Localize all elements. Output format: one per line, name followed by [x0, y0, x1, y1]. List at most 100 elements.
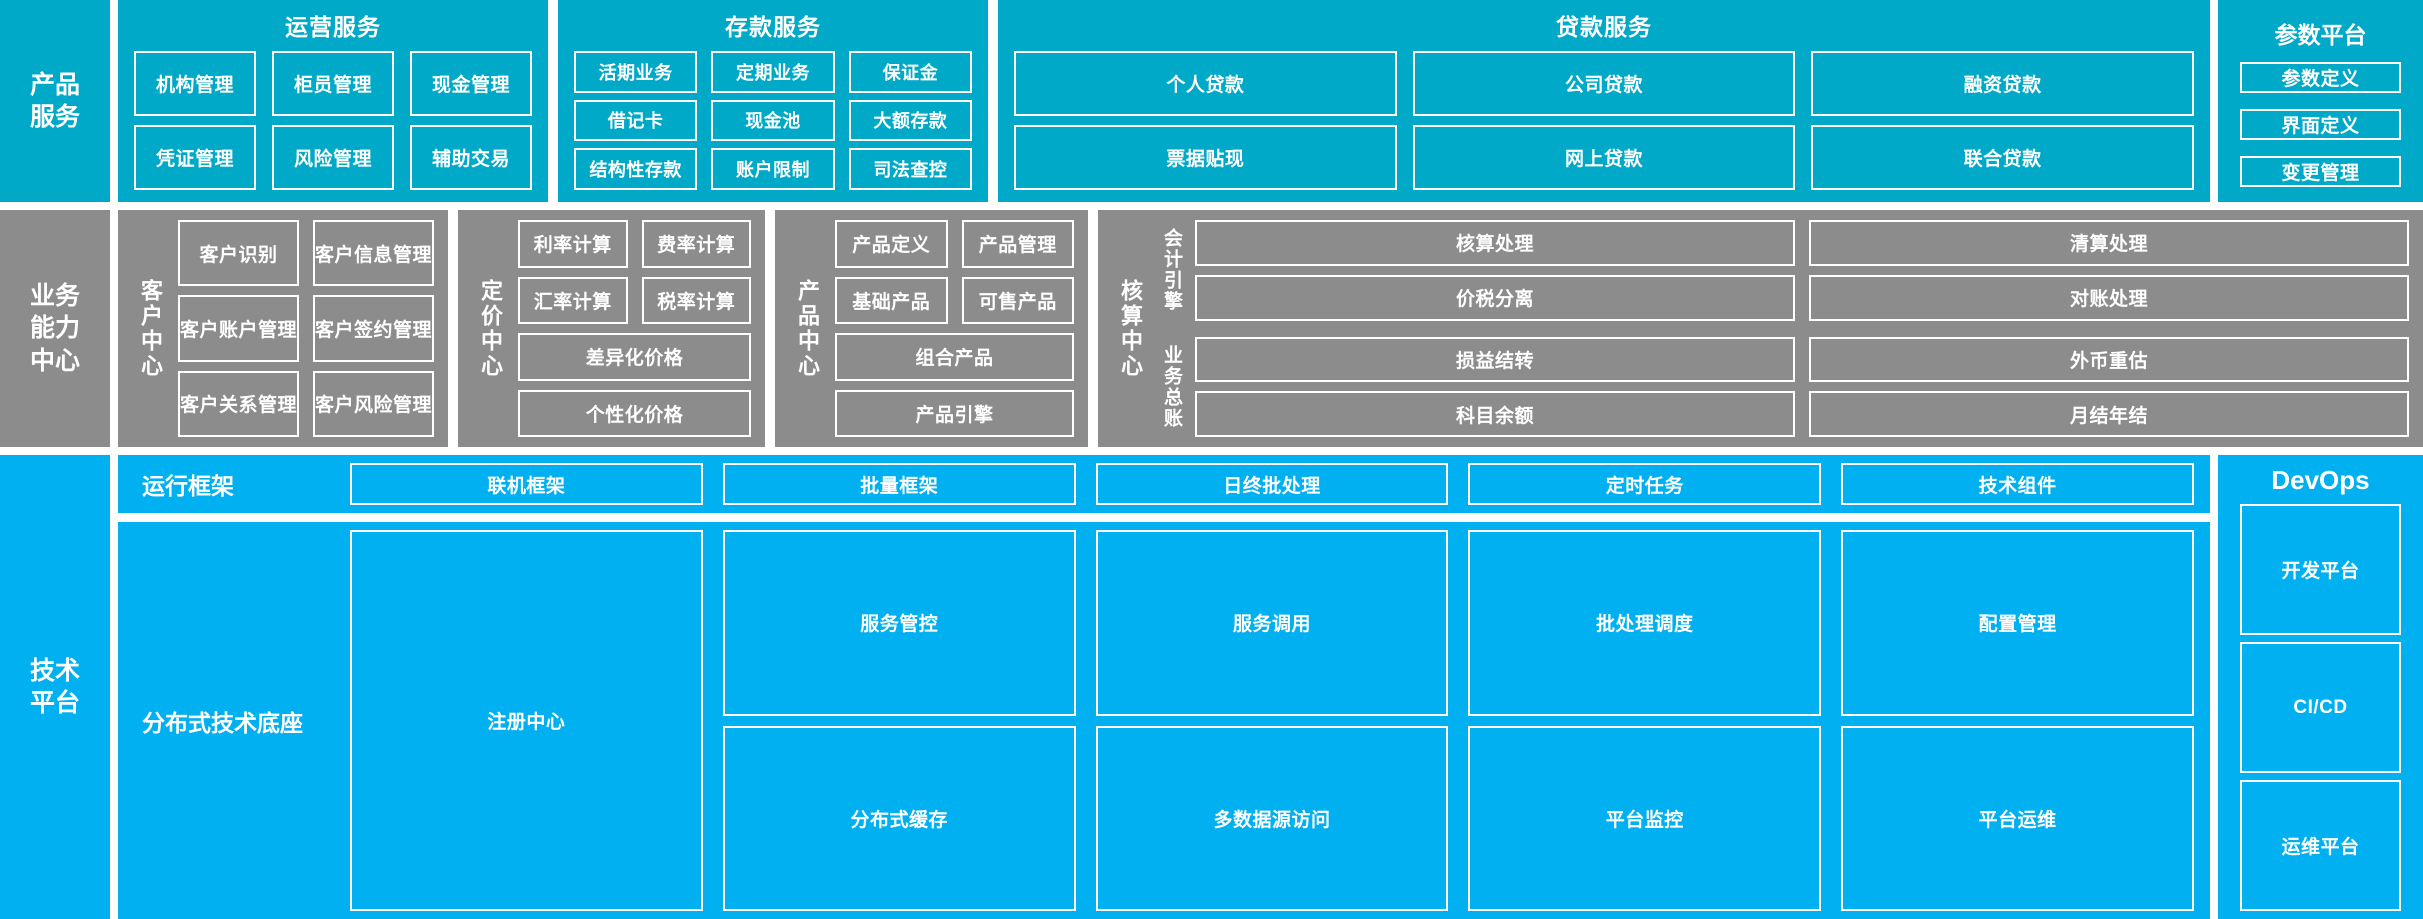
- subgroup-general-ledger-label: 业务总账: [1161, 344, 1182, 429]
- center-item[interactable]: 可售产品: [961, 276, 1074, 324]
- service-item[interactable]: 定期业务: [711, 51, 835, 93]
- center-item[interactable]: 月结年结: [1809, 391, 2409, 437]
- service-item[interactable]: 司法查控: [848, 148, 972, 190]
- service-item[interactable]: 票据贴现: [1014, 125, 1397, 190]
- center-item[interactable]: 客户关系管理: [178, 370, 299, 437]
- subgroup-accounting-engine-grid: 核算处理 清算处理 价税分离 对账处理: [1195, 220, 2409, 321]
- product-service-groups: 运营服务 机构管理 柜员管理 现金管理 凭证管理 风险管理 辅助交易 存款服务 …: [118, 0, 2210, 202]
- center-item[interactable]: 客户签约管理: [313, 295, 434, 362]
- tech-item[interactable]: 日终批处理: [1095, 463, 1449, 505]
- tech-item[interactable]: 技术组件: [1841, 463, 2194, 505]
- param-platform-title: 参数平台: [2274, 22, 2367, 48]
- technical-platform-layer: 技术 平台 运行框架 联机框架 批量框架 日终批处理 定时任务 技术组件 分布式…: [0, 455, 2423, 919]
- center-item[interactable]: 客户账户管理: [178, 295, 299, 362]
- tech-item[interactable]: 分布式缓存: [722, 725, 1076, 911]
- center-item[interactable]: 外币重估: [1809, 336, 2409, 383]
- service-item[interactable]: 联合贷款: [1811, 125, 2194, 190]
- tech-item[interactable]: 配置管理: [1841, 530, 2194, 716]
- business-capability-centers: 客户中心 客户识别 客户信息管理 客户账户管理 客户签约管理 客户关系管理 客户…: [118, 210, 2423, 447]
- center-product: 产品中心 产品定义 产品管理 基础产品 可售产品 组合产品 产品引擎: [775, 210, 1088, 447]
- param-item[interactable]: 界面定义: [2240, 109, 2401, 140]
- devops-item[interactable]: CI/CD: [2240, 642, 2401, 773]
- center-accounting: 核算中心 会计引擎 核算处理 清算处理 价税分离 对账处理 业务总账: [1098, 210, 2423, 447]
- center-item[interactable]: 核算处理: [1195, 220, 1795, 266]
- service-item[interactable]: 现金管理: [410, 51, 532, 116]
- center-pricing-grid: 利率计算 费率计算 汇率计算 税率计算 差异化价格 个性化价格: [518, 220, 751, 437]
- tech-item[interactable]: 服务调用: [1095, 530, 1449, 716]
- service-item[interactable]: 机构管理: [134, 51, 256, 116]
- tech-item[interactable]: 定时任务: [1468, 463, 1822, 505]
- center-item[interactable]: 基础产品: [835, 276, 948, 324]
- service-item[interactable]: 账户限制: [711, 148, 835, 190]
- tech-band-runtime-framework-label: 运行框架: [142, 473, 234, 499]
- center-item[interactable]: 汇率计算: [518, 276, 628, 324]
- center-item[interactable]: 产品管理: [961, 220, 1074, 268]
- layer-label-business-capability: 业务 能力 中心: [0, 210, 110, 447]
- subgroup-accounting-engine: 会计引擎 核算处理 清算处理 价税分离 对账处理: [1156, 220, 2409, 321]
- service-item[interactable]: 公司贷款: [1412, 51, 1796, 116]
- center-item[interactable]: 科目余额: [1195, 391, 1795, 437]
- center-item[interactable]: 组合产品: [835, 333, 1074, 381]
- param-item[interactable]: 变更管理: [2240, 156, 2401, 187]
- center-item[interactable]: 产品引擎: [835, 389, 1074, 437]
- tech-item-registry[interactable]: 注册中心: [350, 530, 703, 911]
- service-item[interactable]: 保证金: [848, 51, 972, 93]
- service-item[interactable]: 大额存款: [848, 99, 972, 142]
- service-item[interactable]: 凭证管理: [134, 125, 256, 190]
- service-item[interactable]: 结构性存款: [574, 148, 698, 190]
- subgroup-general-ledger-grid: 损益结转 外币重估 科目余额 月结年结: [1195, 336, 2409, 437]
- devops-item[interactable]: 开发平台: [2240, 504, 2401, 635]
- service-group-loan-grid: 个人贷款 公司贷款 融资贷款 票据贴现 网上贷款 联合贷款: [1014, 51, 2194, 190]
- center-item[interactable]: 税率计算: [641, 276, 751, 324]
- service-item[interactable]: 网上贷款: [1412, 125, 1796, 190]
- tech-band-distributed-foundation-items: 注册中心 服务管控 服务调用 批处理调度 配置管理 分布式缓存 多数据源访问 平…: [350, 530, 2194, 911]
- tech-band-distributed-foundation: 分布式技术底座 注册中心 服务管控 服务调用 批处理调度 配置管理 分布式缓存 …: [118, 522, 2210, 919]
- tech-band-runtime-framework-items: 联机框架 批量框架 日终批处理 定时任务 技术组件: [350, 463, 2194, 505]
- center-item[interactable]: 产品定义: [835, 220, 948, 268]
- devops-title: DevOps: [2271, 465, 2370, 495]
- center-item[interactable]: 客户识别: [178, 220, 299, 287]
- service-group-deposit-title: 存款服务: [725, 14, 821, 40]
- param-platform-column: 参数平台 参数定义 界面定义 变更管理 流程管理 参数发布 参数对比: [2218, 0, 2423, 328]
- service-item[interactable]: 活期业务: [574, 51, 698, 93]
- center-item[interactable]: 价税分离: [1195, 274, 1795, 321]
- devops-items: 开发平台 CI/CD 运维平台: [2240, 504, 2401, 911]
- layer-label-product-service: 产品 服务: [0, 0, 110, 202]
- param-item[interactable]: 参数定义: [2240, 62, 2401, 93]
- center-customer-grid: 客户识别 客户信息管理 客户账户管理 客户签约管理 客户关系管理 客户风险管理: [178, 220, 434, 437]
- service-group-operation: 运营服务 机构管理 柜员管理 现金管理 凭证管理 风险管理 辅助交易: [118, 0, 548, 202]
- center-item[interactable]: 损益结转: [1195, 336, 1795, 383]
- service-group-deposit-grid: 活期业务 定期业务 保证金 借记卡 现金池 大额存款 结构性存款 账户限制 司法…: [574, 51, 972, 190]
- service-item[interactable]: 现金池: [711, 99, 835, 142]
- center-item[interactable]: 客户风险管理: [313, 370, 434, 437]
- service-item[interactable]: 风险管理: [272, 125, 394, 190]
- center-pricing: 定价中心 利率计算 费率计算 汇率计算 税率计算 差异化价格 个性化价格: [458, 210, 765, 447]
- tech-item[interactable]: 批处理调度: [1468, 530, 1822, 716]
- service-group-operation-grid: 机构管理 柜员管理 现金管理 凭证管理 风险管理 辅助交易: [134, 51, 532, 190]
- tech-item[interactable]: 批量框架: [722, 463, 1076, 505]
- center-item[interactable]: 费率计算: [641, 220, 751, 268]
- service-item[interactable]: 借记卡: [574, 99, 698, 142]
- center-item[interactable]: 差异化价格: [518, 333, 751, 381]
- service-item[interactable]: 个人贷款: [1014, 51, 1397, 116]
- tech-band-distributed-foundation-label: 分布式技术底座: [142, 709, 303, 736]
- tech-item[interactable]: 平台监控: [1468, 725, 1822, 911]
- service-item[interactable]: 辅助交易: [410, 125, 532, 190]
- service-item[interactable]: 融资贷款: [1811, 51, 2194, 116]
- center-item[interactable]: 客户信息管理: [313, 220, 434, 287]
- center-product-label: 产品中心: [795, 278, 820, 379]
- center-item[interactable]: 对账处理: [1809, 274, 2409, 321]
- devops-column: DevOps 开发平台 CI/CD 运维平台: [2218, 455, 2423, 919]
- center-item[interactable]: 利率计算: [518, 220, 628, 268]
- devops-item[interactable]: 运维平台: [2240, 780, 2401, 911]
- center-item[interactable]: 清算处理: [1809, 220, 2409, 266]
- tech-item[interactable]: 服务管控: [722, 530, 1076, 716]
- service-item[interactable]: 柜员管理: [272, 51, 394, 116]
- tech-item[interactable]: 多数据源访问: [1095, 725, 1449, 911]
- tech-item[interactable]: 平台运维: [1841, 725, 2194, 911]
- center-accounting-label: 核算中心: [1118, 278, 1143, 379]
- service-group-deposit: 存款服务 活期业务 定期业务 保证金 借记卡 现金池 大额存款 结构性存款 账户…: [558, 0, 988, 202]
- center-item[interactable]: 个性化价格: [518, 389, 751, 437]
- tech-item[interactable]: 联机框架: [350, 463, 703, 505]
